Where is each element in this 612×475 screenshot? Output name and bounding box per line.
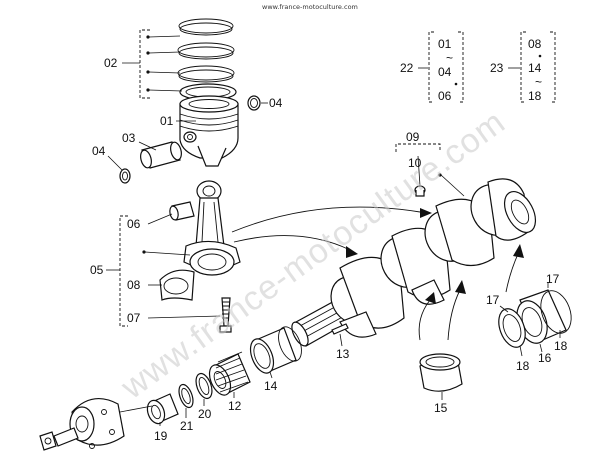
rear-main-bearing bbox=[498, 289, 572, 348]
assembly-arrows bbox=[231, 206, 524, 341]
piston bbox=[179, 95, 239, 167]
label-07: 07 bbox=[127, 311, 141, 325]
label-04-left: 04 bbox=[92, 144, 106, 158]
piston-rings bbox=[177, 18, 237, 101]
label-22-item-04: 04 bbox=[438, 65, 452, 79]
label-04-right: 04 bbox=[269, 96, 283, 110]
label-19: 19 bbox=[154, 429, 168, 443]
label-10: 10 bbox=[408, 156, 422, 170]
label-18-left: 18 bbox=[516, 359, 530, 373]
label-20: 20 bbox=[198, 407, 212, 421]
woodruff-key bbox=[331, 323, 349, 335]
label-18-right: 18 bbox=[554, 339, 568, 353]
label-05: 05 bbox=[90, 263, 104, 277]
front-seal bbox=[146, 393, 179, 425]
label-09: 09 bbox=[406, 130, 420, 144]
label-13: 13 bbox=[336, 347, 350, 361]
label-12: 12 bbox=[228, 399, 242, 413]
label-01: 01 bbox=[160, 114, 174, 128]
center-main-bearing bbox=[419, 353, 463, 392]
rod-bolt bbox=[219, 297, 232, 333]
tilde-23-a: ~ bbox=[535, 75, 542, 89]
label-22: 22 bbox=[400, 61, 414, 75]
small-end-bushing bbox=[169, 201, 195, 221]
label-14: 14 bbox=[264, 379, 278, 393]
label-21: 21 bbox=[180, 419, 194, 433]
crank-pulley bbox=[39, 397, 125, 451]
label-23: 23 bbox=[490, 61, 504, 75]
label-22-item-06: 06 bbox=[438, 89, 452, 103]
piston-pin bbox=[140, 141, 182, 169]
label-06: 06 bbox=[127, 217, 141, 231]
source-url: www.france-motoculture.com bbox=[262, 3, 358, 11]
connecting-rod bbox=[183, 180, 241, 276]
label-23-item-14: 14 bbox=[528, 61, 542, 75]
label-02: 02 bbox=[104, 56, 118, 70]
rod-bearing bbox=[159, 269, 195, 301]
label-22-item-01: 01 bbox=[438, 37, 452, 51]
label-15: 15 bbox=[434, 401, 448, 415]
label-23-item-08: 08 bbox=[528, 37, 542, 51]
tilde-22-a: ~ bbox=[446, 51, 453, 65]
front-main-bearing bbox=[249, 326, 302, 374]
label-17-left: 17 bbox=[486, 293, 500, 307]
snap-ring-right bbox=[247, 95, 261, 111]
snap-ring-left bbox=[119, 168, 131, 184]
crankshaft bbox=[291, 178, 537, 347]
label-17-right: 17 bbox=[546, 272, 560, 286]
o-ring bbox=[178, 383, 194, 409]
spacer-ring bbox=[195, 372, 213, 400]
label-23-item-18: 18 bbox=[528, 89, 542, 103]
label-08: 08 bbox=[127, 278, 141, 292]
oil-plug bbox=[414, 185, 426, 197]
crank-gear bbox=[208, 351, 251, 396]
label-16: 16 bbox=[538, 351, 552, 365]
label-03: 03 bbox=[122, 131, 136, 145]
